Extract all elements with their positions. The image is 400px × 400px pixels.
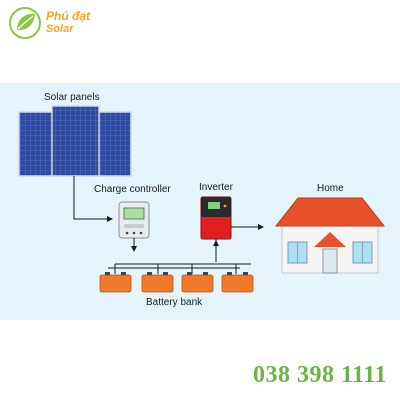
home-building bbox=[274, 197, 386, 274]
brand-logo: Phú đạt Solar bbox=[8, 6, 98, 40]
charge-controller-label: Charge controller bbox=[94, 184, 171, 195]
battery-wiring bbox=[108, 238, 251, 274]
home-label: Home bbox=[317, 183, 344, 194]
charge-controller bbox=[118, 201, 150, 239]
battery-4 bbox=[221, 272, 254, 293]
leaf-logo-icon bbox=[9, 7, 41, 39]
inverter-display bbox=[208, 202, 220, 209]
brand-name-line2: Solar bbox=[46, 23, 74, 35]
house-gable bbox=[314, 232, 346, 247]
solar-panel-center bbox=[51, 105, 100, 177]
inverter bbox=[200, 196, 232, 240]
solar-panels-label: Solar panels bbox=[44, 92, 100, 103]
inverter-label: Inverter bbox=[199, 182, 233, 193]
battery-3 bbox=[181, 272, 214, 293]
house-door bbox=[322, 248, 338, 274]
battery-bank-label: Battery bank bbox=[146, 297, 203, 308]
battery-bank bbox=[99, 272, 254, 293]
phone-number: 038 398 1111 bbox=[252, 362, 387, 388]
panel-to-controller-arrow bbox=[73, 176, 113, 222]
battery-2 bbox=[141, 272, 174, 293]
brand-name-line1: Phú đạt bbox=[46, 9, 90, 23]
solar-panels bbox=[18, 105, 132, 177]
controller-display bbox=[123, 207, 145, 220]
battery-1 bbox=[99, 272, 132, 293]
house-roof bbox=[274, 197, 386, 227]
